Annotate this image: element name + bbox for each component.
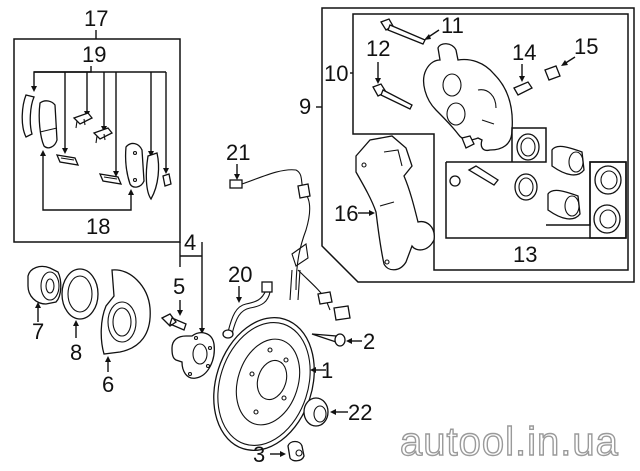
- clip-4: [98, 173, 123, 185]
- callout-5: 5: [173, 274, 185, 299]
- cap-22: [303, 397, 329, 427]
- dust-shield-6: 6: [100, 269, 151, 397]
- callout-3: 3: [253, 442, 265, 467]
- hub-group: 4 5: [160, 230, 215, 379]
- brake-rotor-1: [213, 316, 315, 452]
- bearing-7: 7: [27, 265, 62, 344]
- clip-3: [55, 154, 80, 166]
- clip-1: [72, 112, 94, 129]
- callout-18: 18: [86, 214, 110, 239]
- snap-ring-8: 8: [61, 268, 99, 365]
- callout-14: 14: [512, 40, 536, 65]
- kit-pin: [467, 165, 499, 186]
- piston-1: [551, 145, 585, 176]
- wear-sensor-21: 21: [226, 140, 351, 321]
- callout-16: 16: [334, 201, 358, 226]
- callout-11: 11: [441, 13, 464, 38]
- callout-22: 22: [348, 400, 372, 425]
- pad-left: [38, 100, 58, 149]
- wear-indicator: [162, 173, 172, 187]
- callout-9: 9: [299, 94, 311, 119]
- callout-21: 21: [226, 140, 250, 165]
- clip-2: [92, 127, 114, 144]
- brake-hose-20: 20: [222, 262, 273, 339]
- callout-4: 4: [184, 230, 196, 255]
- bleeder-14: [513, 81, 533, 96]
- pad-set-box: [13, 38, 181, 243]
- lock-pin-12: [372, 83, 413, 110]
- caliper-assembly-box: [321, 7, 635, 283]
- callout-13: 13: [513, 242, 537, 267]
- callout-20: 20: [228, 262, 252, 287]
- watermark: autool.in.ua: [400, 420, 619, 464]
- caliper-housing: [422, 43, 513, 152]
- hub-4: [171, 332, 215, 379]
- seal-kit-box: [589, 161, 627, 239]
- bleeder-cap-15: [544, 65, 561, 81]
- shim-right: [145, 152, 160, 201]
- shim-left: [21, 94, 35, 138]
- pad-set-group: 17 19: [13, 6, 181, 243]
- callout-2: 2: [363, 329, 375, 354]
- callout-15: 15: [574, 34, 598, 59]
- callout-6: 6: [102, 372, 114, 397]
- kit-nut: [449, 175, 461, 187]
- nut-3: [287, 440, 305, 462]
- piston-2: [547, 189, 581, 220]
- caliper-assembly-group: 9 10 11 12 14 15: [299, 7, 635, 283]
- callout-10: 10: [324, 61, 348, 86]
- guide-pin-11: [380, 18, 426, 45]
- callout-12: 12: [366, 36, 390, 61]
- screw-2: [311, 333, 346, 347]
- callout-17: 17: [84, 6, 108, 31]
- callout-19: 19: [82, 42, 106, 67]
- callout-18-leader: [42, 154, 132, 211]
- callout-1: 1: [321, 358, 333, 383]
- pad-right: [124, 142, 145, 188]
- wheel-bolt-5: [160, 313, 187, 331]
- caliper-housing-box: [352, 13, 629, 271]
- callout-7: 7: [32, 319, 44, 344]
- caliper-bracket-16: [355, 135, 435, 271]
- callout-8: 8: [70, 340, 82, 365]
